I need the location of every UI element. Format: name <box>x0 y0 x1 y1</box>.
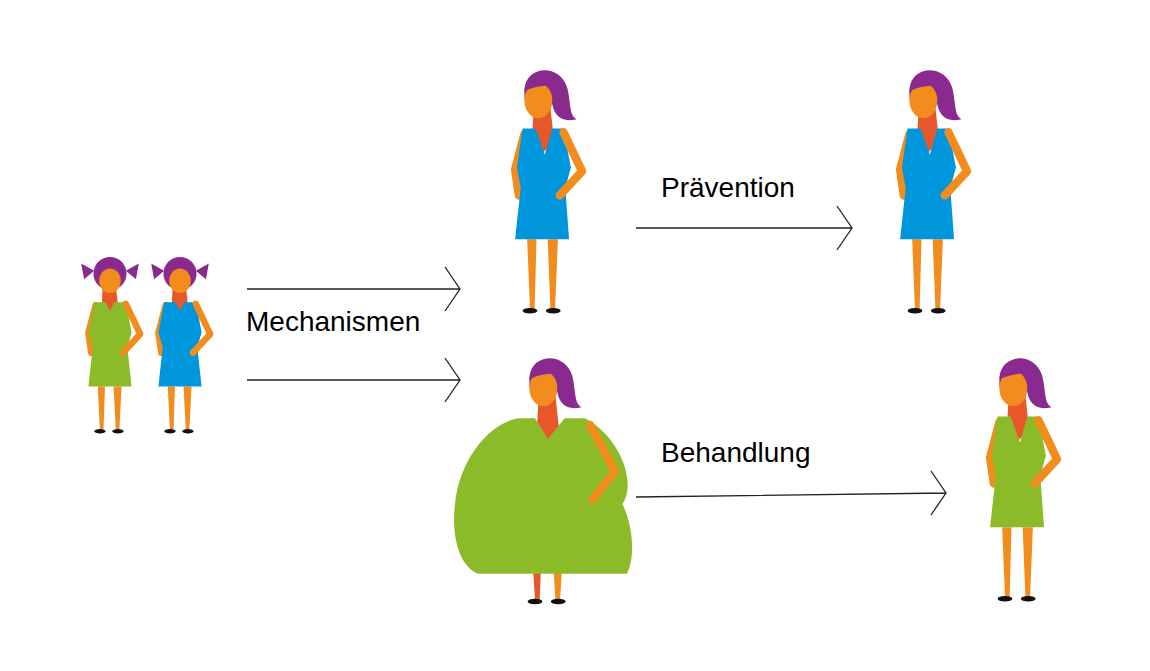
arrow-label: Behandlung <box>661 437 810 469</box>
shoe <box>94 429 106 433</box>
shoe <box>112 429 124 433</box>
leg <box>912 239 921 309</box>
dress <box>900 128 956 239</box>
woman-figure <box>454 358 632 604</box>
arm <box>123 304 140 353</box>
dress <box>454 418 632 573</box>
shoe <box>908 308 923 314</box>
shoe <box>551 599 566 605</box>
dress <box>158 302 201 386</box>
figures <box>81 70 1057 604</box>
woman-figure <box>990 358 1057 601</box>
hair-fringe <box>999 364 1034 379</box>
hair-fringe <box>524 76 559 91</box>
pigtail <box>81 263 94 279</box>
arrow <box>636 471 946 515</box>
woman-figure <box>515 70 582 313</box>
arrow-label: Mechanismen <box>246 306 420 338</box>
shoe <box>998 596 1013 602</box>
shoe <box>523 308 538 314</box>
arm <box>945 132 967 195</box>
pigtail <box>126 263 139 279</box>
hair-fringe <box>909 76 944 91</box>
hair <box>999 358 1051 408</box>
woman-figure <box>81 257 140 433</box>
arm <box>560 132 582 195</box>
hair <box>909 70 961 120</box>
hair <box>529 358 581 408</box>
face <box>169 269 191 293</box>
shoe <box>528 599 543 605</box>
shoe <box>546 308 561 314</box>
hair-fringe <box>529 364 564 379</box>
leg <box>1002 527 1011 597</box>
leg <box>933 239 943 309</box>
arrow <box>247 267 460 311</box>
arrow <box>636 206 852 250</box>
shoe <box>931 308 946 314</box>
leg <box>548 239 558 309</box>
arm <box>590 425 615 499</box>
leg <box>184 387 192 430</box>
arrow <box>247 358 460 402</box>
dress <box>990 416 1046 527</box>
dress <box>88 302 131 386</box>
shoe <box>182 429 194 433</box>
leg <box>168 387 175 430</box>
arm <box>193 304 210 353</box>
face <box>99 269 121 293</box>
hair <box>524 70 576 120</box>
leg <box>114 387 122 430</box>
pigtail <box>151 263 164 279</box>
arm <box>1035 420 1057 483</box>
woman-figure <box>151 257 210 433</box>
dress <box>515 128 571 239</box>
pigtail <box>196 263 209 279</box>
leg <box>98 387 105 430</box>
leg <box>1023 527 1033 597</box>
woman-figure <box>900 70 967 313</box>
shoe <box>164 429 176 433</box>
arrow-label: Prävention <box>661 172 795 204</box>
leg <box>527 239 536 309</box>
shoe <box>1021 596 1036 602</box>
